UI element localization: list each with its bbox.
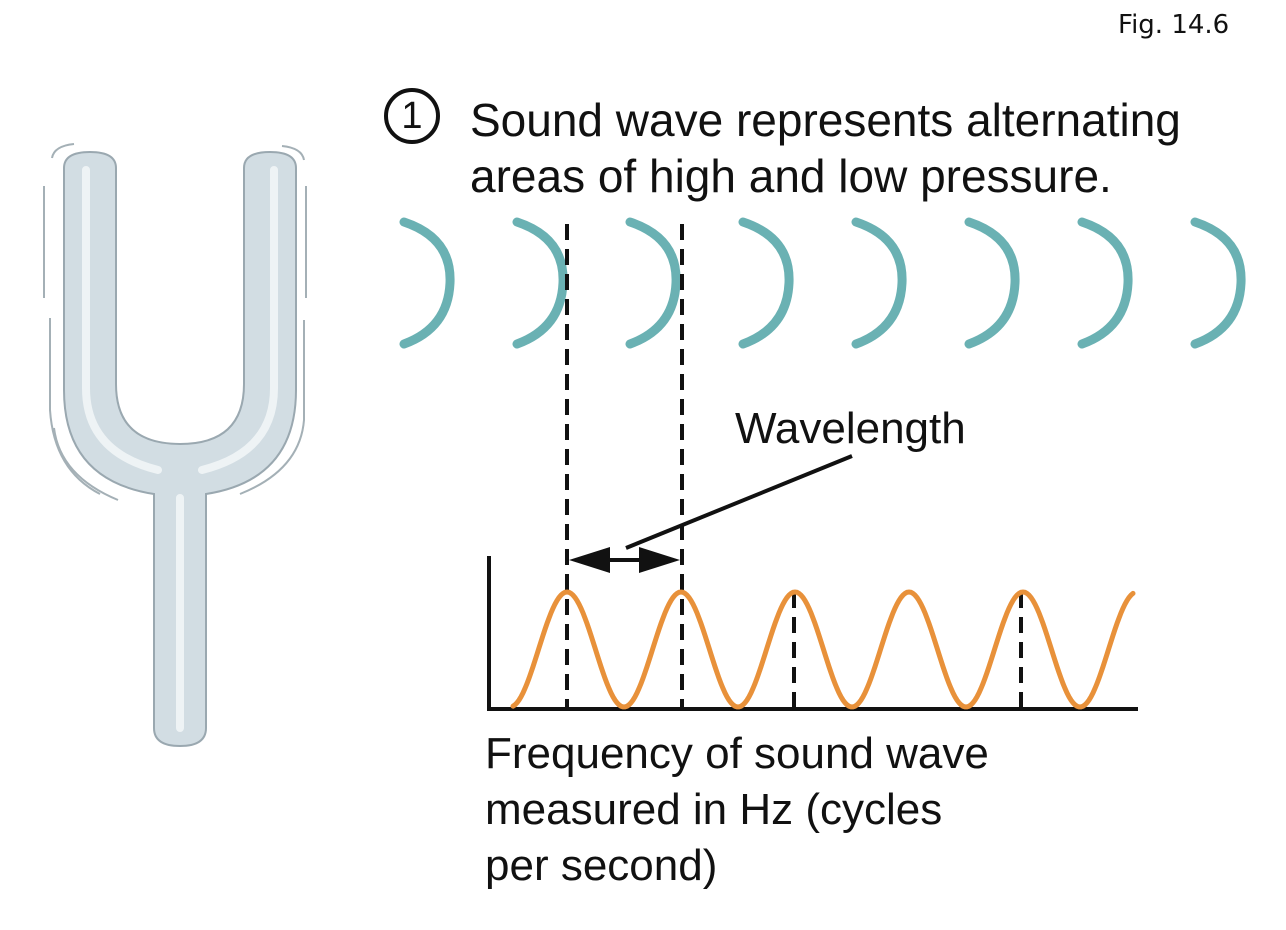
pressure-arc [738, 217, 794, 349]
peak-markers [792, 592, 1023, 710]
diagram-title: Sound wave represents alternating areas … [470, 94, 1181, 202]
frequency-label: Frequency of sound wave measured in Hz (… [485, 726, 1105, 894]
wavelength-guides [565, 224, 684, 710]
frequency-label-line: Frequency of sound wave [485, 729, 989, 778]
double-arrow-icon [569, 547, 680, 573]
pressure-arc [851, 217, 907, 349]
frequency-label-line: measured in Hz (cycles [485, 785, 943, 834]
pressure-arcs [399, 217, 1246, 349]
sine-wave [510, 589, 1136, 710]
tuning-fork-body [63, 150, 297, 748]
wavelength-leader-line [625, 454, 853, 550]
figure-label: Fig. 14.6 [1118, 10, 1230, 40]
wavelength-label: Wavelength [735, 404, 966, 453]
pressure-arc [625, 217, 681, 349]
tuning-fork-highlight [82, 166, 278, 732]
pressure-arc [964, 217, 1020, 349]
vibration-lines [43, 143, 307, 501]
step-number-badge: 1 [384, 88, 440, 144]
pressure-arc [1190, 217, 1246, 349]
pressure-arc [399, 217, 455, 349]
pressure-arc [1077, 217, 1133, 349]
tuning-fork-icon [43, 143, 307, 748]
pressure-arc [512, 217, 568, 349]
graph-axes [487, 556, 1138, 711]
frequency-label-line: per second) [485, 841, 718, 890]
